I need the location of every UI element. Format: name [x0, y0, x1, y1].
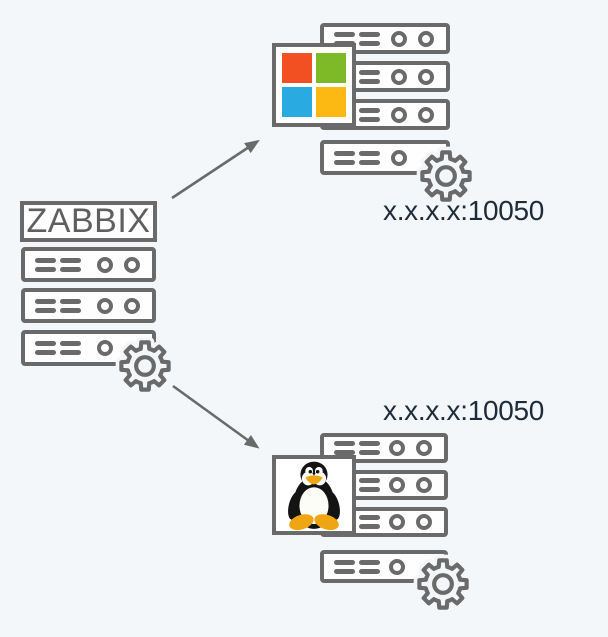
zabbix-title: ZABBIX: [26, 201, 151, 240]
vent-dash: [334, 568, 355, 574]
gear-icon: [413, 554, 473, 614]
vent-dash: [334, 450, 355, 455]
led-icon: [416, 514, 432, 530]
led-indicators: [391, 149, 434, 166]
vent-dash: [359, 31, 380, 37]
vent-dash: [35, 341, 56, 346]
zabbix-title-box: ZABBIX: [20, 201, 157, 242]
vent-dash: [359, 478, 380, 483]
arrow-to-windows-host: [171, 139, 260, 200]
led-icon: [389, 558, 405, 575]
vent-dash: [359, 487, 380, 492]
windows-square-green: [316, 53, 346, 83]
windows-logo-box: [272, 43, 356, 127]
vent-dash: [359, 69, 380, 75]
vent-dash: [334, 559, 355, 565]
led-indicators: [391, 68, 434, 85]
linux-host-stack: [272, 433, 473, 618]
linux-logo-box: [272, 455, 356, 535]
led-icon: [391, 149, 407, 166]
vent-lines: [334, 441, 380, 455]
tux-linux-icon: [288, 461, 340, 530]
vent-dash: [359, 568, 380, 574]
vent-lines: [334, 559, 380, 574]
vent-dash: [60, 350, 81, 355]
server-unit: [21, 247, 156, 282]
vent-dash: [359, 559, 380, 565]
vent-lines: [35, 298, 81, 313]
vent-dash: [359, 116, 380, 122]
vent-dash: [359, 78, 380, 84]
zabbix-server-stack: ZABBIX: [20, 201, 200, 401]
led-icon: [389, 440, 405, 456]
vent-dash: [35, 257, 56, 263]
gear-icon: [115, 336, 175, 396]
led-icon: [389, 477, 405, 493]
windows-host-address: x.x.x.x:10050: [383, 195, 545, 226]
led-icon: [389, 514, 405, 530]
led-icon: [391, 106, 407, 123]
vent-dash: [334, 159, 355, 165]
vent-dash: [35, 298, 56, 304]
led-indicators: [389, 440, 432, 456]
vent-dash: [334, 150, 355, 156]
vent-dash: [359, 150, 380, 156]
led-icon: [418, 68, 434, 85]
vent-dash: [359, 107, 380, 113]
linux-host-address: x.x.x.x:10050: [383, 395, 545, 426]
vent-dash: [359, 524, 380, 529]
vent-dash: [359, 40, 380, 46]
windows-square-blue: [282, 87, 312, 117]
vent-lines: [35, 257, 81, 272]
vent-dash: [359, 515, 380, 520]
vent-dash: [334, 31, 355, 37]
led-indicators: [391, 106, 434, 123]
led-icon: [418, 30, 434, 47]
vent-dash: [359, 450, 380, 455]
led-icon: [391, 30, 407, 47]
vent-dash: [60, 266, 81, 272]
led-indicators: [389, 477, 432, 493]
vent-dash: [60, 341, 81, 346]
led-indicators: [391, 30, 434, 47]
led-icon: [418, 106, 434, 123]
led-indicators: [97, 340, 140, 356]
led-icon: [391, 68, 407, 85]
windows-logo-icon: [282, 53, 346, 117]
led-icon: [124, 297, 140, 314]
led-indicators: [97, 256, 140, 273]
led-indicators: [97, 297, 140, 314]
led-indicators: [389, 558, 432, 575]
vent-dash: [60, 298, 81, 304]
led-icon: [416, 440, 432, 456]
vent-lines: [35, 341, 81, 355]
gear-icon: [416, 146, 476, 206]
led-icon: [97, 340, 113, 356]
led-indicators: [389, 514, 432, 530]
vent-dash: [359, 441, 380, 446]
vent-dash: [35, 307, 56, 313]
vent-dash: [35, 266, 56, 272]
led-icon: [124, 256, 140, 273]
vent-dash: [359, 159, 380, 165]
vent-dash: [60, 257, 81, 263]
windows-square-red: [282, 53, 312, 83]
windows-square-yellow: [316, 87, 346, 117]
vent-dash: [334, 441, 355, 446]
windows-host-stack: [272, 23, 476, 208]
vent-lines: [334, 150, 380, 165]
vent-dash: [35, 350, 56, 355]
led-icon: [97, 297, 113, 314]
server-unit: [320, 433, 448, 463]
server-unit: [21, 288, 156, 323]
led-icon: [416, 477, 432, 493]
led-icon: [97, 256, 113, 273]
vent-dash: [60, 307, 81, 313]
